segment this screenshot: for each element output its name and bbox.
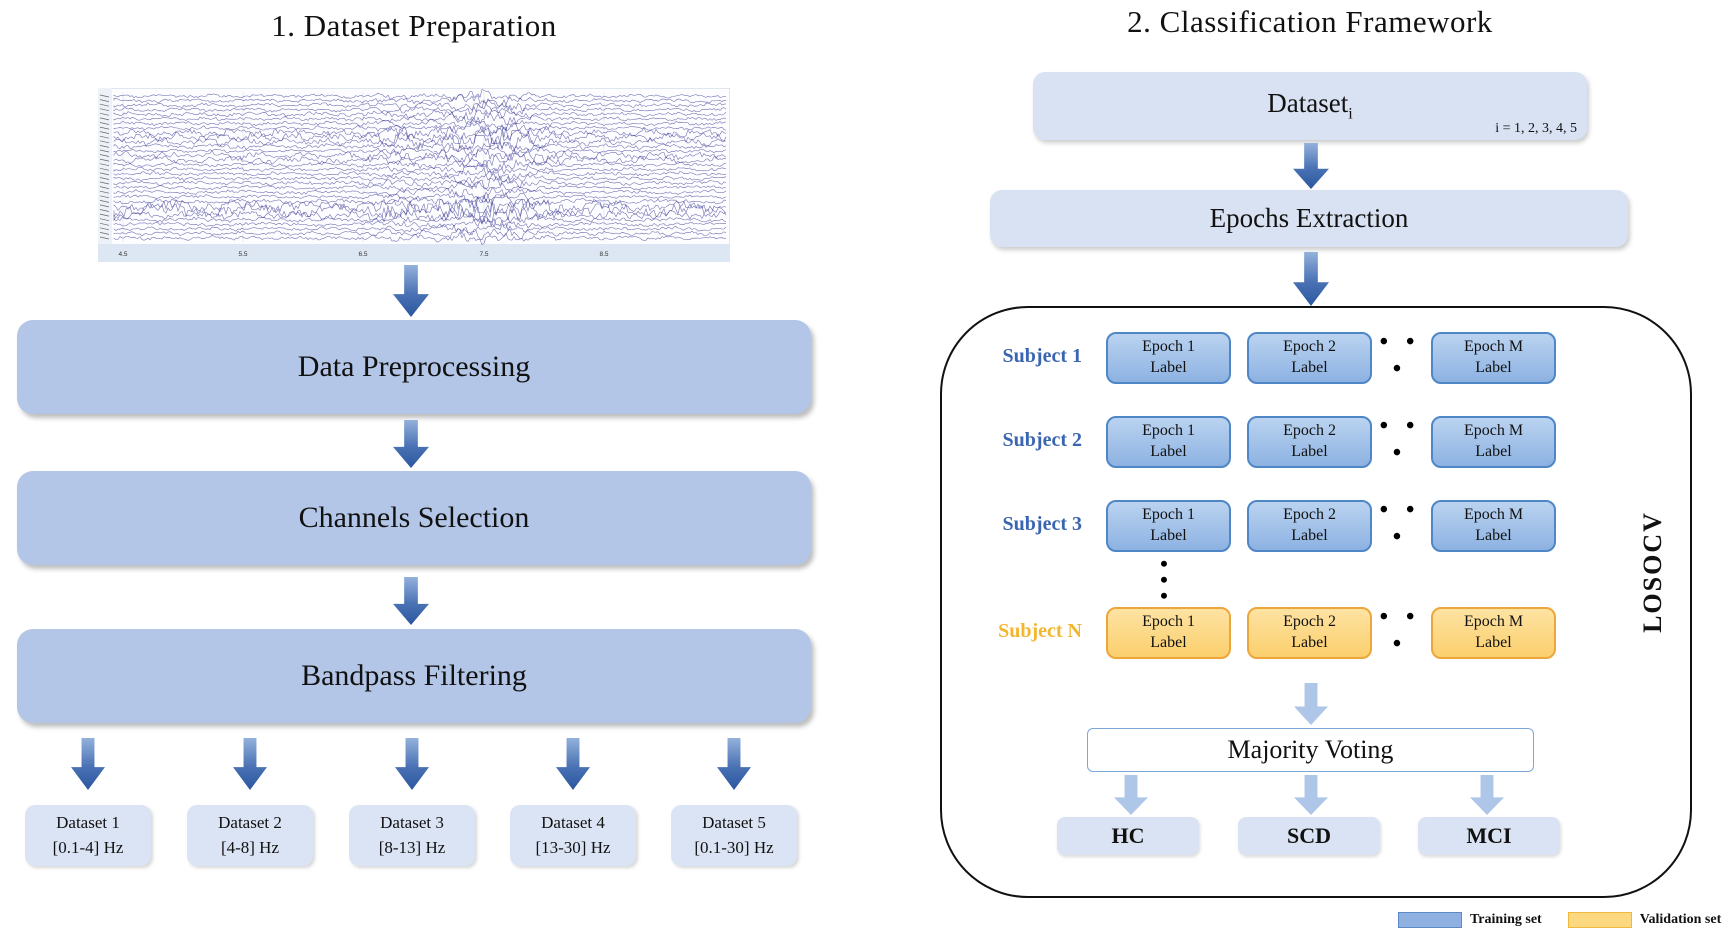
dataset-box-2: Dataset 2 [4-8] Hz [187, 805, 313, 866]
arrow-down-icon [233, 738, 267, 790]
dataset-range: [4-8] Hz [220, 837, 280, 857]
step-label: Bandpass Filtering [301, 659, 527, 692]
step-box-bandpass-filtering: Bandpass Filtering [17, 629, 811, 723]
step-box-data-preprocessing: Data Preprocessing [17, 320, 811, 414]
dataset-name: Dataset 5 [702, 812, 766, 832]
validation-set-swatch [1567, 912, 1632, 928]
legend: Training set Validation set [1398, 912, 1721, 928]
dataset-box-1: Dataset 1 [0.1-4] Hz [25, 805, 151, 866]
eeg-signal-image: 4.5 5.5 6.5 7.5 8.5 [98, 88, 730, 262]
arrow-down-icon [1293, 252, 1329, 306]
step-box-channels-selection: Channels Selection [17, 471, 811, 565]
output-box-mci: MCI [1418, 817, 1560, 855]
dataset-name: Dataset 4 [541, 812, 605, 832]
dataset-index-note: i = 1, 2, 3, 4, 5 [1495, 121, 1577, 136]
right-panel-title: 2. Classification Framework [1127, 4, 1493, 39]
output-box-scd: SCD [1238, 817, 1380, 855]
dataset-name: Dataset 3 [380, 812, 444, 832]
arrow-down-icon [556, 738, 590, 790]
svg-text:7.5: 7.5 [479, 251, 488, 258]
output-box-hc: HC [1057, 817, 1199, 855]
dataset-range: [0.1-4] Hz [52, 837, 124, 857]
dataset-box-4: Dataset 4 [13-30] Hz [510, 805, 636, 866]
dataset-i-label: Dataseti [1267, 88, 1353, 123]
dataset-i-box: Dataseti i = 1, 2, 3, 4, 5 [1033, 72, 1587, 140]
arrow-down-icon [393, 420, 429, 468]
dataset-name: Dataset 2 [218, 812, 282, 832]
svg-text:6.5: 6.5 [358, 251, 367, 258]
ellipsis-horizontal: • • • [1379, 329, 1421, 382]
svg-text:5.5: 5.5 [238, 251, 247, 258]
left-panel-title: 1. Dataset Preparation [271, 8, 557, 43]
dataset-range: [0.1-30] Hz [694, 837, 774, 857]
ellipsis-horizontal: • • • [1379, 413, 1421, 466]
arrow-down-icon [393, 577, 429, 625]
subject-label-3: Subject 3 [1002, 512, 1082, 535]
svg-text:4.5: 4.5 [118, 251, 127, 258]
subject-label-1: Subject 1 [1002, 344, 1082, 367]
majority-voting-label: Majority Voting [1227, 735, 1394, 764]
ellipsis-vertical: • • • [1160, 551, 1168, 608]
step-label: Channels Selection [298, 501, 530, 534]
svg-text:8.5: 8.5 [599, 251, 608, 258]
losocv-label: LOSOCV [1638, 511, 1667, 633]
dataset-name: Dataset 1 [56, 812, 120, 832]
ellipsis-horizontal: • • • [1379, 604, 1421, 657]
epochs-extraction-box: Epochs Extraction [990, 190, 1628, 247]
epochs-extraction-label: Epochs Extraction [1209, 203, 1409, 233]
dataset-range: [8-13] Hz [378, 837, 446, 857]
arrow-down-icon [393, 265, 429, 317]
dataset-box-3: Dataset 3 [8-13] Hz [349, 805, 475, 866]
training-set-label: Training set [1470, 912, 1542, 927]
dataset-range: [13-30] Hz [535, 837, 611, 857]
ellipsis-horizontal: • • • [1379, 497, 1421, 550]
subject-label-2: Subject 2 [1002, 428, 1082, 451]
training-set-swatch [1398, 912, 1462, 928]
arrow-down-icon [71, 738, 105, 790]
validation-set-label: Validation set [1639, 912, 1722, 927]
arrow-down-icon [395, 738, 429, 790]
subject-label-n: Subject N [998, 619, 1082, 642]
majority-voting-box: Majority Voting [1087, 728, 1534, 772]
dataset-box-5: Dataset 5 [0.1-30] Hz [671, 805, 797, 866]
step-label: Data Preprocessing [297, 350, 531, 383]
arrow-down-icon [717, 738, 751, 790]
arrow-down-icon [1293, 143, 1329, 189]
